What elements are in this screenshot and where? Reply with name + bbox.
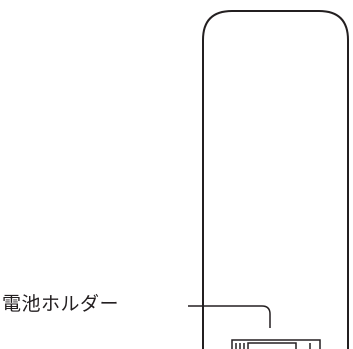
callout-leader-line — [188, 305, 271, 328]
battery-holder-label: 電池ホルダー — [2, 293, 120, 315]
battery-holder — [231, 339, 321, 349]
battery-holder-frame — [231, 339, 321, 349]
battery-holder-tab — [247, 342, 297, 349]
device-outline — [202, 10, 349, 349]
